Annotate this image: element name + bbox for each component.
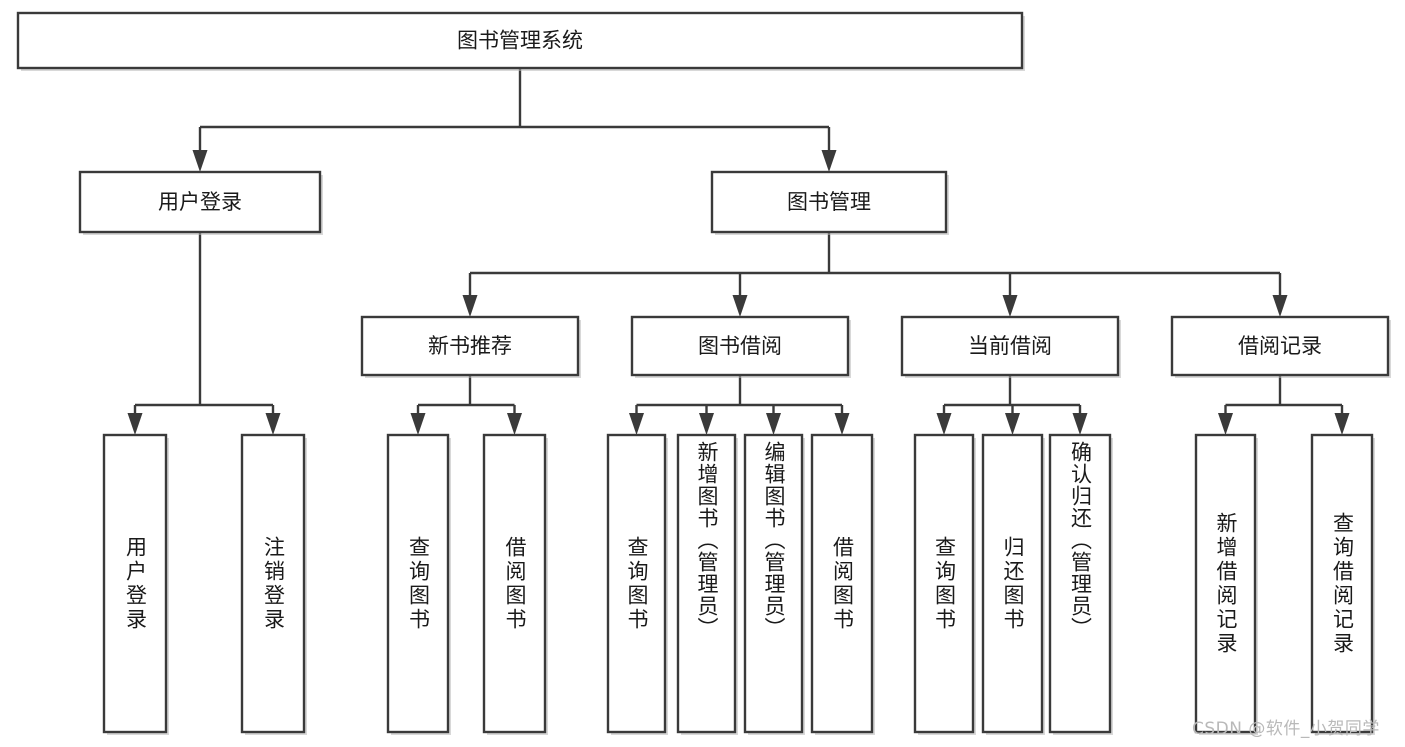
arrow-head-icon <box>192 150 208 172</box>
node-leaf-add-record[interactable] <box>1194 433 1258 735</box>
arrow-head-icon <box>1005 413 1020 435</box>
node-border <box>1048 433 1112 734</box>
node-label: 用户登录 <box>158 190 242 214</box>
arrow-head-icon <box>1272 295 1288 317</box>
arrow-head-icon <box>629 413 644 435</box>
arrow-head-icon <box>936 413 952 435</box>
node-label: 图书管理 <box>787 190 871 214</box>
node-user-login[interactable]: 用户登录 <box>78 170 323 235</box>
arrow-head-icon <box>507 413 522 435</box>
node-leaf-return-book[interactable] <box>981 433 1045 735</box>
node-border <box>102 433 168 734</box>
node-leaf-user-login[interactable] <box>102 433 169 735</box>
arrow-head-icon <box>410 413 426 435</box>
node-border <box>981 433 1044 734</box>
node-new-book-rec[interactable]: 新书推荐 <box>360 315 581 378</box>
node-label: 当前借阅 <box>968 334 1052 358</box>
node-label: 图书借阅 <box>698 334 782 358</box>
node-book-borrow[interactable]: 图书借阅 <box>630 315 851 378</box>
node-border <box>78 170 322 234</box>
node-leaf-edit-book[interactable] <box>743 433 805 735</box>
arrow-head-icon <box>732 295 748 317</box>
arrow-head-icon <box>1002 295 1018 317</box>
node-leaf-borrow-book-2[interactable] <box>810 433 875 735</box>
node-border <box>386 433 450 734</box>
arrow-head-icon <box>462 295 478 317</box>
node-leaf-borrow-book-1[interactable] <box>482 433 548 735</box>
node-leaf-logout[interactable] <box>240 433 307 735</box>
connector-group-new-book-rec-leaves <box>410 375 522 435</box>
connector-group-book-borrow-leaves <box>629 375 850 435</box>
node-border <box>1170 315 1390 377</box>
connector-group-root-to-level1 <box>192 68 837 172</box>
connector-group-book-manage-to-level2 <box>462 232 1288 317</box>
node-border <box>630 315 850 377</box>
node-leaf-query-book-2[interactable] <box>606 433 668 735</box>
arrow-head-icon <box>766 413 781 435</box>
arrow-head-icon <box>699 413 714 435</box>
node-border <box>482 433 547 734</box>
node-border <box>360 315 580 377</box>
arrow-head-icon <box>1218 413 1233 435</box>
node-border <box>913 433 975 734</box>
node-label: 新书推荐 <box>428 334 512 358</box>
node-border <box>606 433 667 734</box>
node-border <box>810 433 874 734</box>
node-label: 借阅记录 <box>1238 334 1322 358</box>
watermark: CSDN @软件_小贺同学 <box>1192 719 1380 739</box>
connector-group-user-login-leaves <box>127 232 281 435</box>
node-leaf-confirm-return[interactable] <box>1048 433 1113 735</box>
node-border <box>16 11 1024 70</box>
node-book-manage[interactable]: 图书管理 <box>710 170 949 235</box>
arrow-head-icon <box>127 413 143 435</box>
node-border <box>1194 433 1257 734</box>
node-border <box>743 433 804 734</box>
arrow-head-icon <box>821 150 837 172</box>
connector-group-current-borrow-leaves <box>936 375 1088 435</box>
node-borrow-record[interactable]: 借阅记录 <box>1170 315 1391 378</box>
arrow-head-icon <box>834 413 850 435</box>
node-leaf-query-book-3[interactable] <box>913 433 976 735</box>
arrow-head-icon <box>1334 413 1350 435</box>
node-label: 图书管理系统 <box>457 29 583 53</box>
arrow-head-icon <box>265 413 281 435</box>
node-border <box>1310 433 1374 734</box>
connector-layer <box>127 68 1350 435</box>
node-border <box>676 433 737 734</box>
node-leaf-add-book[interactable] <box>676 433 738 735</box>
arrow-head-icon <box>1072 413 1088 435</box>
node-border <box>710 170 948 234</box>
connector-group-borrow-record-leaves <box>1218 375 1350 435</box>
node-leaf-query-book-1[interactable] <box>386 433 451 735</box>
node-border <box>240 433 306 734</box>
node-leaf-query-record[interactable] <box>1310 433 1375 735</box>
node-current-borrow[interactable]: 当前借阅 <box>900 315 1121 378</box>
node-root[interactable]: 图书管理系统 <box>16 11 1025 71</box>
node-border <box>900 315 1120 377</box>
